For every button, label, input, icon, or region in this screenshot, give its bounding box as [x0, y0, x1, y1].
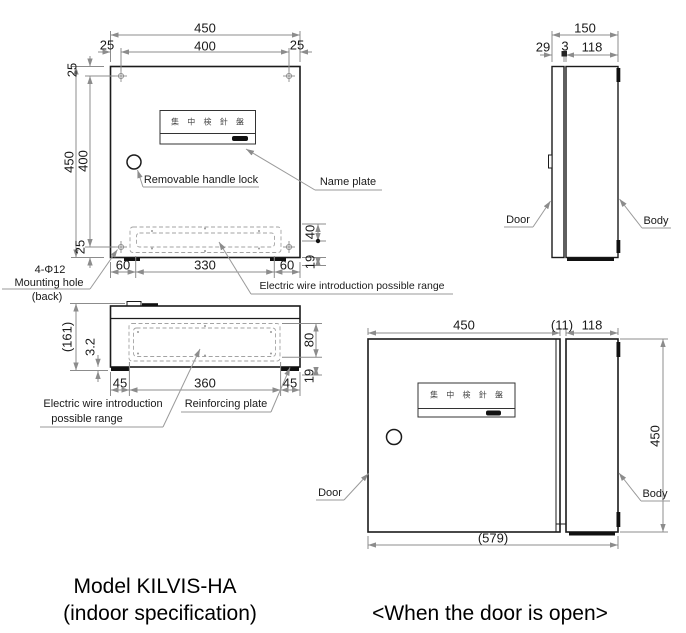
dim-bottom-plate-height: 80: [301, 332, 317, 348]
dim-front-wire-height: 40: [302, 224, 318, 240]
open-view-dimension-lines: [367, 328, 668, 549]
dim-bottom-base-height: 19: [301, 368, 317, 384]
label-wire-range-bottom-2: possible range: [51, 413, 123, 425]
label-handle-lock: Removable handle lock: [143, 174, 259, 186]
front-view-dimension-lines: [71, 31, 326, 278]
label-wire-range-bottom-1: Electric wire introduction: [43, 398, 163, 410]
caption-spec: (indoor specification): [63, 602, 257, 625]
name-plate: [159, 110, 256, 145]
dim-bottom-height-overall: (161): [59, 321, 75, 353]
dim-open-body-depth: 118: [581, 317, 603, 333]
caption-door-open: <When the door is open>: [372, 602, 608, 625]
label-wire-range-front: Electric wire introduction possible rang…: [259, 280, 445, 292]
label-mounting-hole-3: (back): [31, 291, 63, 303]
bottom-view-dimension-lines: [70, 303, 322, 396]
dim-front-bottom-left: 60: [115, 257, 131, 273]
dim-front-margin-right: 25: [289, 37, 305, 53]
dim-open-door-width: 450: [453, 317, 475, 333]
open-name-plate-text: 集 中 検 針 盤: [430, 390, 506, 400]
front-view-feet: [124, 257, 286, 261]
handle-lock-icon: [126, 154, 142, 170]
bottom-view-details: [111, 303, 299, 371]
side-view-leader-lines: [504, 198, 671, 229]
label-mounting-hole-1: 4-Φ12: [34, 264, 66, 276]
dim-side-door-depth: 29: [535, 39, 551, 55]
side-view-hinges-feet: [567, 68, 621, 261]
side-view-dimension-lines: [540, 31, 619, 62]
label-side-body: Body: [643, 215, 669, 227]
label-open-body: Body: [642, 488, 668, 500]
side-view-outline: [548, 65, 619, 259]
reinforcing-plate-dashed: [128, 323, 281, 362]
dim-bottom-center: 360: [194, 375, 216, 391]
dim-front-base-height: 19: [302, 254, 318, 270]
maker-logo-icon: [486, 410, 501, 416]
open-view-name-plate: [417, 382, 516, 418]
front-view-leader-lines: [2, 148, 453, 295]
dim-front-margin-left: 25: [99, 37, 115, 53]
dim-side-body-depth: 118: [581, 39, 603, 55]
open-view-handle-lock-icon: [385, 428, 403, 446]
label-mounting-hole-2: Mounting hole: [14, 277, 84, 289]
name-plate-text: 集 中 検 針 盤: [171, 117, 247, 126]
dim-open-width-overall: (579): [477, 530, 509, 546]
label-open-door: Door: [318, 487, 342, 499]
dim-open-gap: (11): [550, 317, 574, 333]
label-reinforcing-plate: Reinforcing plate: [184, 398, 268, 410]
maker-logo-icon: [232, 136, 248, 141]
caption-model: Model KILVIS-HA: [73, 575, 237, 598]
dim-front-bottom-center: 330: [194, 257, 216, 273]
dim-front-width-between-holes: 400: [194, 38, 216, 54]
dim-front-margin-bottom: 25: [72, 239, 88, 255]
dim-front-height-between-holes: 400: [75, 150, 91, 172]
dim-front-width-overall: 450: [194, 20, 216, 36]
open-view-hinges-feet: [569, 342, 621, 536]
open-view-outline: [367, 338, 619, 533]
wire-range-screw-dots: [151, 227, 260, 252]
open-view-leader-lines: [316, 472, 670, 502]
wire-range-dashed-area: [129, 226, 282, 253]
bottom-view-outline: [109, 301, 301, 368]
bottom-view-leader-lines: [40, 348, 291, 428]
dim-open-height-overall: 450: [647, 425, 663, 447]
dim-front-height-overall: 450: [61, 151, 77, 173]
dim-front-margin-top: 25: [64, 62, 80, 78]
label-side-door: Door: [506, 214, 530, 226]
label-name-plate: Name plate: [319, 176, 377, 188]
dim-side-depth-overall: 150: [574, 20, 596, 36]
dim-bottom-right-margin: 45: [282, 375, 298, 391]
reinforcing-plate-screw-dots: [137, 325, 272, 357]
dim-side-door-plate: 3: [561, 38, 569, 54]
dim-bottom-left-margin: 45: [112, 375, 128, 391]
dim-front-bottom-right: 60: [279, 257, 295, 273]
mounting-hole-icons: [115, 70, 295, 253]
dim-bottom-plate-thickness: 3.2: [82, 337, 98, 357]
